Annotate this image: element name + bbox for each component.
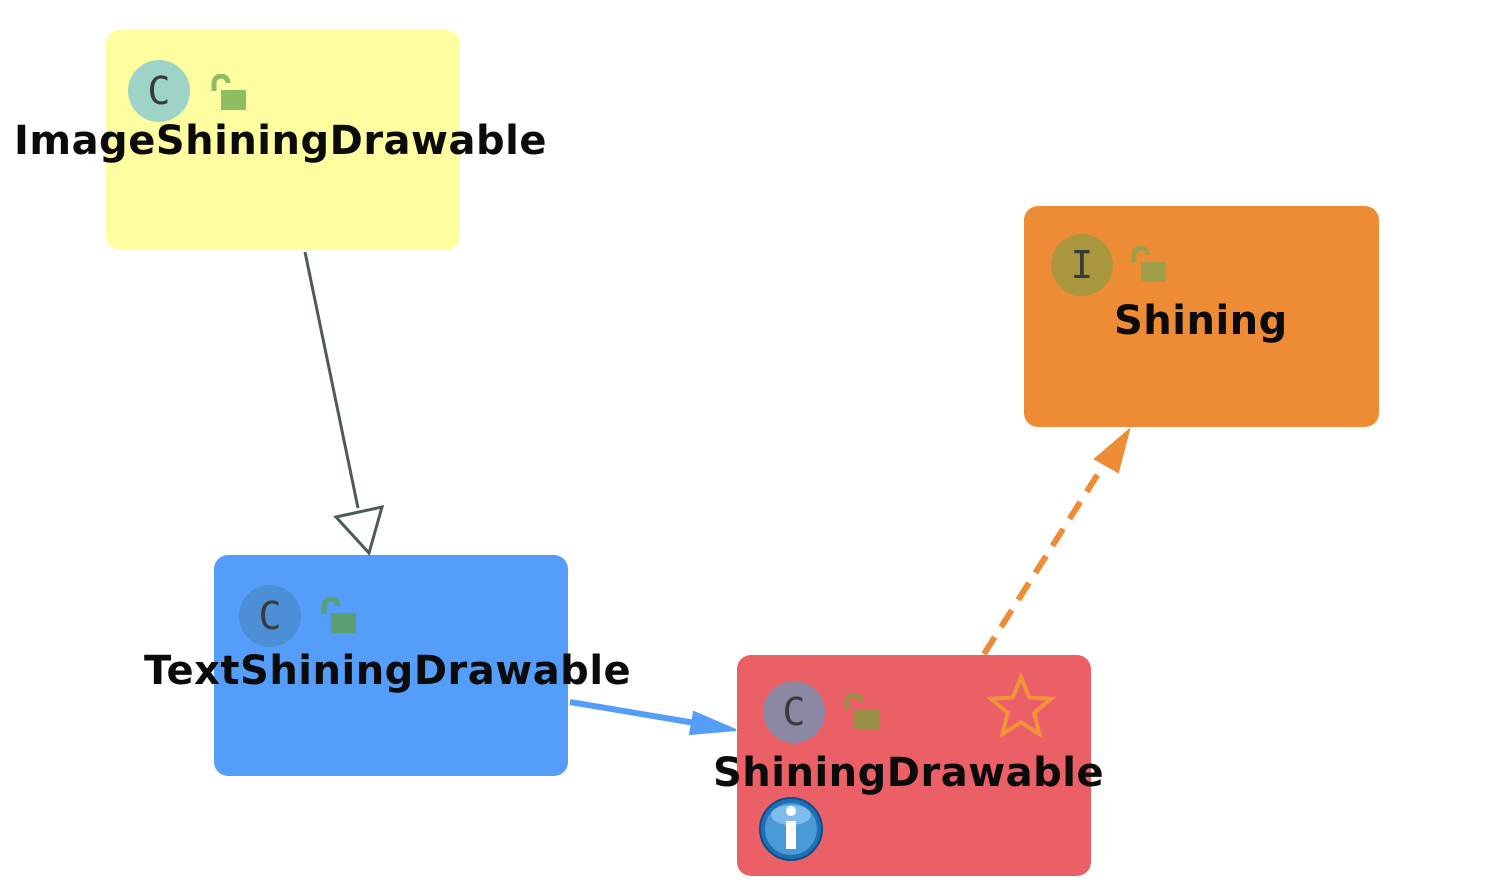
node-shining-drawable[interactable]: C ShiningDrawable bbox=[713, 655, 1104, 876]
filled-arrowhead-icon bbox=[1093, 427, 1131, 474]
unlocked-padlock-icon bbox=[321, 597, 356, 633]
unlocked-padlock-icon bbox=[844, 693, 879, 729]
hollow-arrowhead-icon bbox=[333, 505, 385, 556]
node-image-shining-drawable[interactable]: C ImageShiningDrawable bbox=[14, 30, 546, 250]
node-label: ImageShiningDrawable bbox=[14, 118, 547, 164]
unlocked-padlock-icon bbox=[1131, 246, 1166, 282]
node-shining[interactable]: I Shining bbox=[1024, 206, 1379, 427]
class-icon: C bbox=[239, 585, 301, 647]
info-icon[interactable] bbox=[757, 795, 825, 863]
edge-implements[interactable] bbox=[981, 464, 1106, 656]
node-label: ShiningDrawable bbox=[713, 750, 1105, 796]
star-icon bbox=[986, 673, 1056, 739]
edge-extends[interactable] bbox=[303, 251, 360, 509]
filled-arrowhead-icon bbox=[688, 710, 737, 736]
node-text-shining-drawable[interactable]: C TextShiningDrawable bbox=[144, 555, 631, 776]
node-label: TextShiningDrawable bbox=[144, 648, 632, 694]
class-icon: C bbox=[128, 60, 190, 122]
class-icon: C bbox=[763, 681, 825, 743]
edge-association[interactable] bbox=[569, 699, 696, 726]
interface-icon: I bbox=[1051, 234, 1113, 296]
node-label: Shining bbox=[1114, 298, 1288, 344]
unlocked-padlock-icon bbox=[211, 74, 246, 110]
